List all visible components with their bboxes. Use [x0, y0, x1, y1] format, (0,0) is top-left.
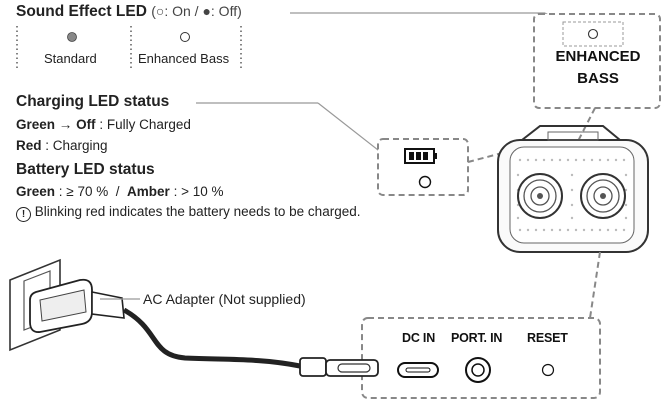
reset-label: RESET [527, 331, 568, 345]
charging-red-desc: : Charging [45, 138, 108, 153]
battery-led-icon [418, 175, 432, 189]
charging-red-label: Red [16, 138, 42, 153]
battery-note-line: ! Blinking red indicates the battery nee… [16, 204, 360, 222]
charging-line-red: Red : Charging [16, 138, 108, 153]
ac-adapter-icon [29, 278, 125, 333]
enhanced-bass-box-led-icon [587, 28, 599, 40]
standard-led-icon [67, 32, 77, 42]
battery-amber-label: Amber [127, 184, 170, 199]
cable-connector-icon [299, 357, 379, 377]
charging-arrow: → [58, 117, 73, 132]
charging-line-green: Green → Off : Fully Charged [16, 117, 191, 132]
enhanced-bass-led-icon [180, 32, 190, 42]
charging-title: Charging LED status [16, 93, 170, 110]
enhanced-bass-line1: ENHANCED [555, 48, 641, 65]
battery-title: Battery LED status [16, 161, 155, 178]
enhanced-bass-option-label: Enhanced Bass [138, 51, 230, 66]
sound-effect-legend: (○: On / ●: Off) [151, 3, 242, 19]
charging-green-desc: : Fully Charged [99, 117, 191, 132]
battery-amber-desc: : > 10 % [173, 184, 224, 199]
port-in-label: PORT. IN [451, 331, 503, 345]
standard-option-label: Standard [44, 51, 97, 66]
charging-green-label: Green [16, 117, 56, 132]
battery-green-desc: : ≥ 70 % [58, 184, 109, 199]
enhanced-bass-callout-box [533, 13, 661, 109]
enhanced-bass-box-label: ENHANCED BASS [540, 46, 656, 90]
battery-icon [404, 148, 437, 164]
enhanced-bass-line2: BASS [577, 70, 619, 87]
dc-in-port-icon [397, 362, 439, 378]
battery-note-text: Blinking red indicates the battery needs… [34, 204, 361, 219]
reset-hole-icon [541, 363, 555, 377]
battery-separator: / [115, 184, 120, 199]
adapter-cable [122, 307, 301, 369]
battery-green-label: Green [16, 184, 56, 199]
dc-in-label: DC IN [402, 331, 436, 345]
ac-adapter-label: AC Adapter (Not supplied) [143, 291, 306, 307]
battery-callout-box [377, 138, 469, 196]
warning-icon: ! [16, 207, 31, 222]
charging-off-label: Off [76, 117, 96, 132]
battery-levels-line: Green : ≥ 70 % / Amber : > 10 % [16, 184, 223, 199]
sound-effect-title: Sound Effect LED (○: On / ●: Off) [16, 3, 242, 21]
sound-effect-title-text: Sound Effect LED [16, 3, 147, 20]
speaker-icon [497, 125, 649, 253]
